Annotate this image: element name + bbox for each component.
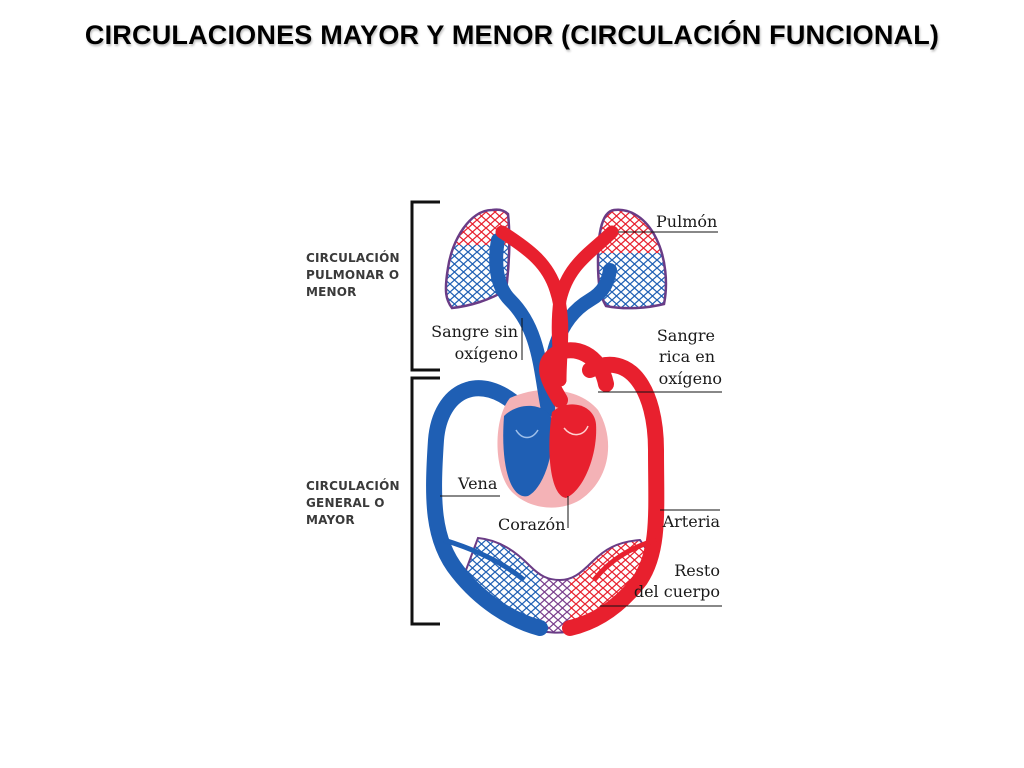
- systemic-artery: [562, 356, 665, 636]
- label-resto-2: del cuerpo: [634, 582, 720, 601]
- general-label-line-1: CIRCULACIÓN: [306, 479, 400, 493]
- pulmonary-label-line-1: CIRCULACIÓN: [306, 251, 400, 265]
- general-bracket: [410, 376, 440, 626]
- label-sangre-rica-1: Sangre: [657, 326, 715, 345]
- label-arteria: Arteria: [662, 512, 721, 531]
- label-sangre-rica-3: oxígeno: [659, 369, 722, 388]
- label-vena: Vena: [457, 474, 498, 493]
- label-sangre-sin-1: Sangre sin: [431, 322, 518, 341]
- pulmonary-bracket: [410, 200, 440, 372]
- pulmonary-circulation-label: CIRCULACIÓN PULMONAR O MENOR: [306, 250, 400, 301]
- slide-title: CIRCULACIONES MAYOR Y MENOR (CIRCULACIÓN…: [84, 20, 940, 50]
- general-label-line-3: MAYOR: [306, 513, 355, 527]
- label-pulmon: Pulmón: [656, 212, 717, 231]
- systemic-vein: [426, 380, 548, 636]
- label-corazon: Corazón: [498, 515, 565, 534]
- general-label-line-2: GENERAL O: [306, 496, 385, 510]
- label-sangre-rica-2: rica en: [659, 347, 715, 366]
- general-circulation-label: CIRCULACIÓN GENERAL O MAYOR: [306, 478, 400, 529]
- label-sangre-sin-2: oxígeno: [455, 344, 518, 363]
- label-resto-1: Resto: [674, 561, 720, 580]
- left-heart: [549, 404, 597, 498]
- pulmonary-label-line-3: MENOR: [306, 285, 357, 299]
- pulmonary-label-line-2: PULMONAR O: [306, 268, 400, 282]
- right-heart: [503, 405, 553, 497]
- aortic-arch: [539, 342, 614, 408]
